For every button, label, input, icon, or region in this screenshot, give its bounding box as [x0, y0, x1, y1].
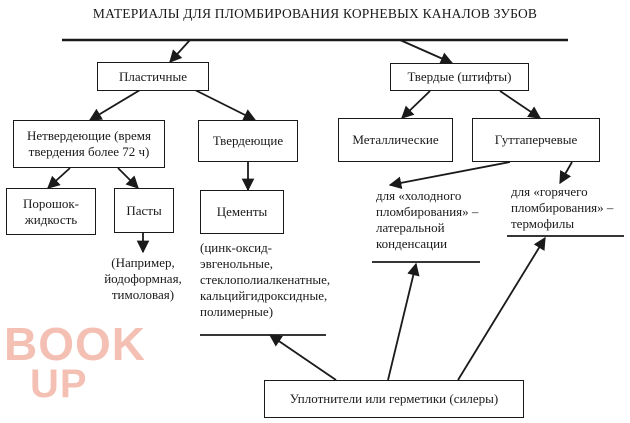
note-pastes-example: (Например, йодоформная, тимоловая)	[84, 255, 202, 303]
box-gutta: Гуттаперчевые	[472, 118, 600, 162]
note-hot: для «горячего пломбирования» – термофилы	[511, 184, 613, 232]
nonhardening-line-1: Нетвердеющие (время	[26, 128, 152, 143]
cements-types-line-1: (цинк-оксид-	[200, 240, 273, 255]
cements-types-line-5: полимерные)	[200, 304, 274, 319]
arrow-to-pastes	[117, 167, 139, 189]
cold-line-2: пломбирования» –	[376, 204, 479, 219]
pastes-example-line-2: йодоформная,	[104, 271, 182, 286]
nonhardening-line-2: твердения более 72 ч)	[28, 144, 150, 159]
hot-line-2: пломбирования» –	[511, 200, 614, 215]
arrow-sealers-to-hot	[457, 236, 546, 381]
arrow-to-nonhardening	[88, 89, 141, 121]
note-cold: для «холодного пломбирования» – латераль…	[376, 188, 478, 252]
arrow-to-hot	[559, 161, 573, 185]
pastes-example-line-1: (Например,	[111, 255, 175, 270]
box-cements: Цементы	[200, 190, 284, 234]
powder-line-2: жидкость	[24, 211, 78, 227]
box-powder: Порошок- жидкость	[6, 188, 96, 235]
box-pastes: Пасты	[114, 188, 174, 233]
cements-types-line-2: эвгенольные,	[200, 256, 274, 271]
box-metallic: Металлические	[338, 118, 453, 162]
box-plastic: Пластичные	[97, 62, 209, 91]
arrow-sealers-to-cold	[387, 262, 420, 381]
box-hardening: Твердеющие	[198, 120, 298, 162]
hot-line-1: для «горячего	[511, 184, 588, 199]
arrow-sealers-to-cements	[268, 334, 337, 381]
diagram-title: МАТЕРИАЛЫ ДЛЯ ПЛОМБИРОВАНИЯ КОРНЕВЫХ КАН…	[92, 6, 538, 21]
box-nonhardening: Нетвердеющие (время твердения более 72 ч…	[13, 120, 165, 168]
box-solid: Твердые (штифты)	[390, 63, 529, 91]
note-cements-types: (цинк-оксид- эвгенольные, стеклополиалке…	[200, 240, 330, 320]
cold-line-3: латеральной	[376, 220, 445, 235]
arrow-to-hardening	[194, 89, 257, 121]
hot-line-3: термофилы	[511, 216, 575, 231]
cold-line-1: для «холодного	[376, 188, 462, 203]
cold-line-4: конденсации	[376, 236, 448, 251]
arrow-to-solid	[399, 39, 454, 65]
cements-types-line-4: кальцийгидроксидные,	[200, 288, 328, 303]
arrow-to-metallic	[401, 90, 431, 119]
cements-types-line-3: стеклополиалкенатные,	[200, 272, 331, 287]
arrow-to-cold	[388, 161, 511, 190]
powder-line-1: Порошок-	[22, 195, 80, 211]
watermark-up: UP	[30, 362, 88, 406]
arrow-to-gutta	[499, 90, 542, 119]
arrow-to-plastic	[169, 39, 191, 63]
watermark-book: BOOK	[4, 318, 146, 370]
pastes-example-line-3: тимоловая)	[111, 287, 175, 302]
arrow-to-powder	[47, 167, 71, 189]
box-sealers: Уплотнители или герметики (силеры)	[264, 380, 524, 418]
